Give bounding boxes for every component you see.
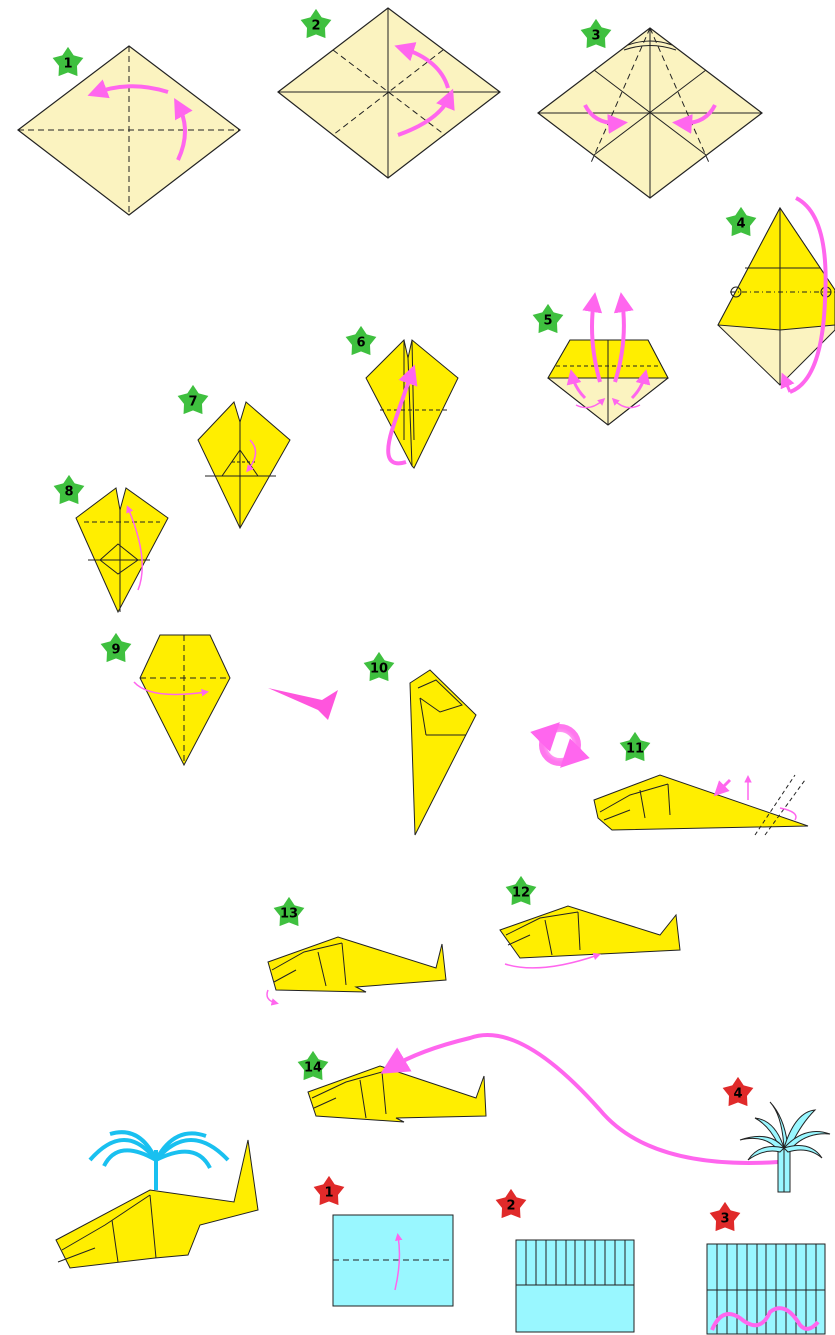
step-number: 7 — [188, 395, 197, 410]
whale-step-badge: 6 — [344, 324, 378, 357]
fountain-step-2 — [515, 1239, 635, 1333]
whale-step-badge: 12 — [504, 874, 538, 907]
step-10 — [409, 669, 477, 836]
whale-step-badge: 13 — [272, 895, 306, 928]
star-icon — [724, 205, 758, 238]
water-spout — [88, 1130, 230, 1190]
step-number: 2 — [311, 19, 320, 34]
star-icon — [52, 473, 86, 506]
step-number: 4 — [736, 217, 745, 232]
fountain-step-badge: 3 — [708, 1200, 742, 1233]
step-7 — [197, 401, 291, 530]
step-1 — [17, 45, 241, 216]
step-4 — [717, 196, 835, 394]
whale-step-badge: 4 — [724, 205, 758, 238]
whale-step-badge: 8 — [52, 473, 86, 506]
star-icon — [51, 45, 85, 78]
step-number: 6 — [356, 336, 365, 351]
whale-step-badge: 14 — [296, 1049, 330, 1082]
star-icon — [176, 383, 210, 416]
step-number: 2 — [506, 1199, 515, 1214]
step-8 — [75, 487, 169, 614]
star-icon — [618, 730, 652, 763]
whale-step-badge: 7 — [176, 383, 210, 416]
fountain-step-badge: 2 — [494, 1187, 528, 1220]
step-number: 1 — [324, 1186, 333, 1201]
step-number: 11 — [626, 742, 644, 757]
fountain-step-badge: 4 — [721, 1075, 755, 1108]
step-number: 13 — [280, 907, 298, 922]
whale-step-badge: 5 — [531, 302, 565, 335]
star-icon — [299, 7, 333, 40]
step-3 — [537, 27, 763, 199]
star-icon — [362, 650, 396, 683]
whale-step-badge: 1 — [51, 45, 85, 78]
final-whale — [55, 1130, 259, 1269]
star-icon — [531, 302, 565, 335]
step-14 — [307, 1065, 487, 1123]
star-icon — [99, 631, 133, 664]
step-13 — [266, 936, 447, 1006]
fountain-step-3 — [706, 1243, 826, 1335]
star-icon — [312, 1174, 346, 1207]
star-icon — [272, 895, 306, 928]
attach-arrow — [380, 1033, 779, 1165]
star-icon — [494, 1187, 528, 1220]
step-number: 14 — [304, 1061, 322, 1076]
step-number: 8 — [64, 485, 73, 500]
step-11 — [593, 774, 809, 836]
step-2 — [277, 7, 501, 179]
step-5 — [547, 292, 669, 426]
star-icon — [296, 1049, 330, 1082]
step-number: 10 — [370, 662, 388, 677]
step-number: 1 — [63, 57, 72, 72]
whale-step-badge: 10 — [362, 650, 396, 683]
turn-over-icon — [530, 722, 590, 768]
step-number: 4 — [733, 1087, 742, 1102]
whale-step-badge: 2 — [299, 7, 333, 40]
whale-step-badge: 9 — [99, 631, 133, 664]
fountain-step-1 — [332, 1214, 454, 1307]
step-number: 12 — [512, 886, 530, 901]
fountain-step-4 — [739, 1101, 831, 1193]
whale-step-badge: 3 — [579, 17, 613, 50]
star-icon — [344, 324, 378, 357]
star-icon — [504, 874, 538, 907]
star-icon — [721, 1075, 755, 1108]
fountain-step-badge: 1 — [312, 1174, 346, 1207]
step-number: 3 — [720, 1212, 729, 1227]
star-icon — [579, 17, 613, 50]
step-number: 9 — [111, 643, 120, 658]
step-number: 3 — [591, 29, 600, 44]
whale-step-badge: 11 — [618, 730, 652, 763]
star-icon — [708, 1200, 742, 1233]
next-arrow-icon — [268, 688, 338, 720]
step-9 — [133, 634, 231, 767]
step-6 — [365, 339, 459, 469]
step-12 — [499, 905, 681, 969]
step-number: 5 — [543, 314, 552, 329]
